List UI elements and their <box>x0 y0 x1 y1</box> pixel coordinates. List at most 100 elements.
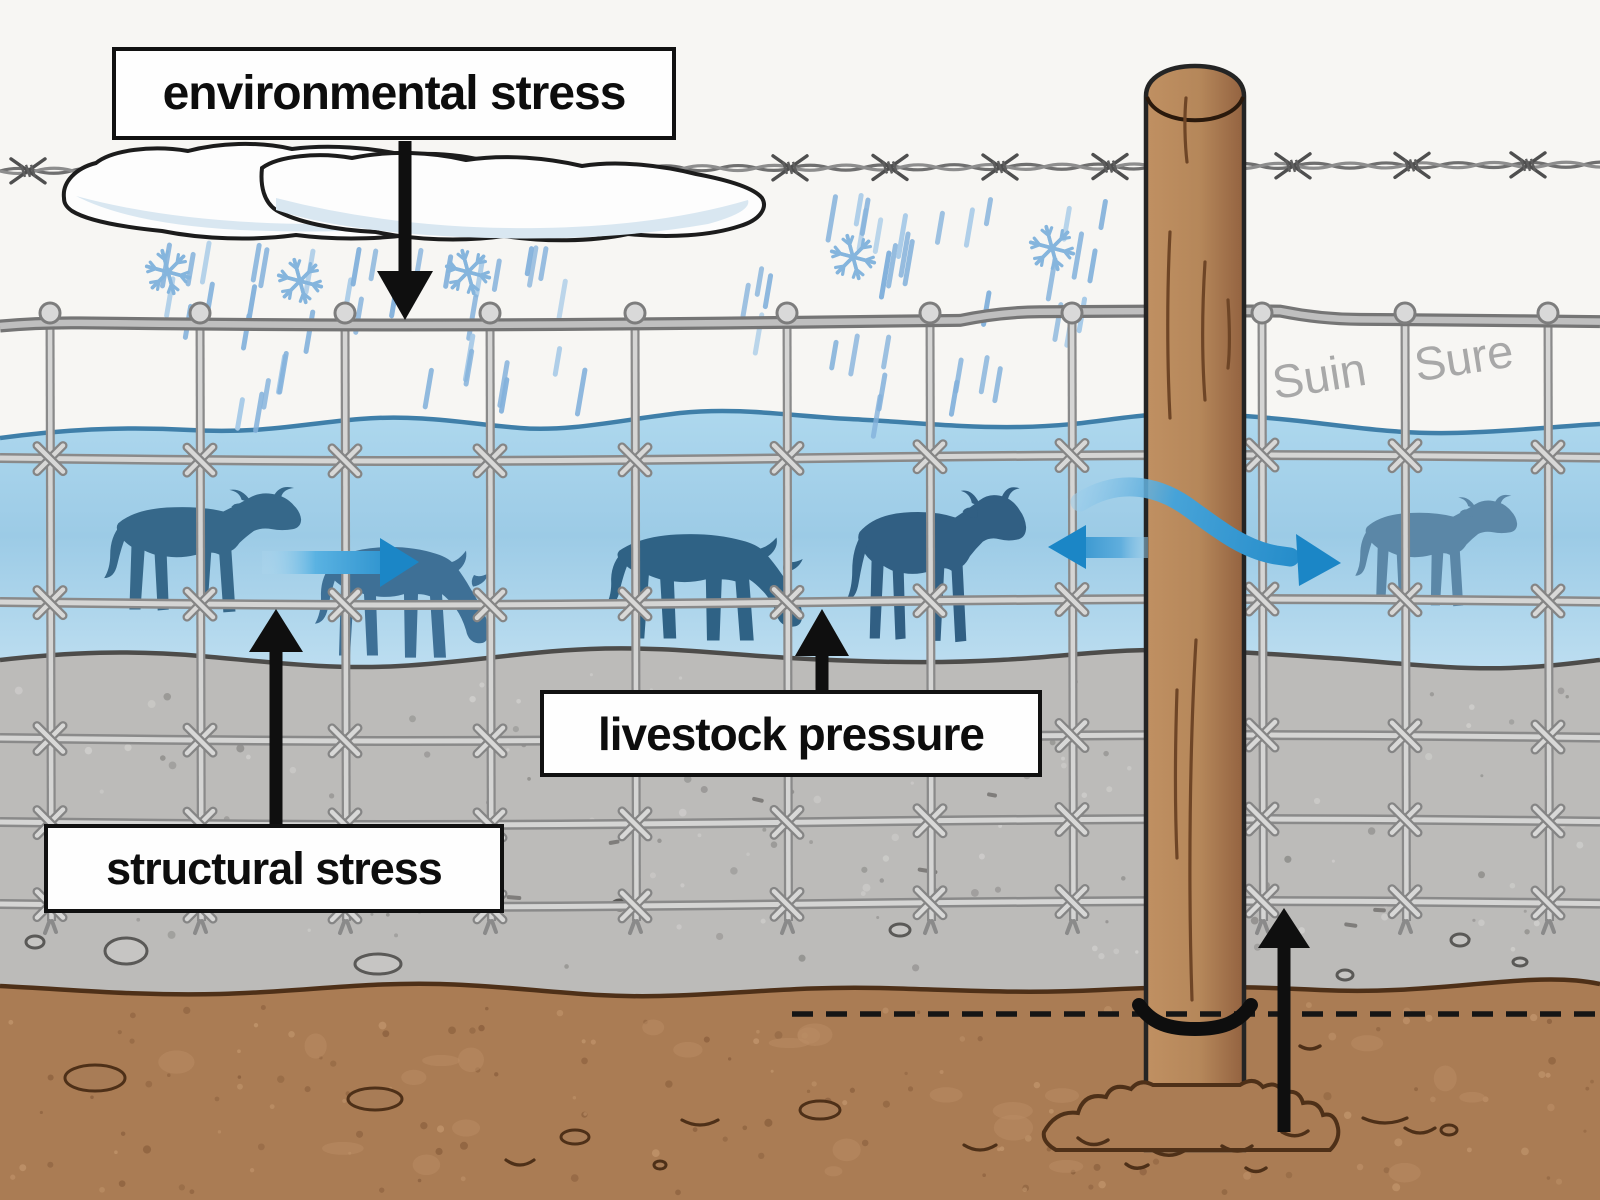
soil-pebble <box>1439 1123 1459 1137</box>
soil-speck <box>1394 1138 1403 1147</box>
soil-speck <box>478 1024 485 1032</box>
wire-knot <box>1530 719 1566 755</box>
soil-speck <box>1466 1147 1472 1153</box>
wire-knot <box>769 584 805 620</box>
wire-top-knob <box>478 301 502 325</box>
soil-speck <box>257 1143 265 1151</box>
soil-speck <box>129 1012 136 1019</box>
knot-wrap-core <box>34 587 66 618</box>
soil-speck <box>485 1006 489 1011</box>
stone-pebble <box>1449 932 1471 948</box>
structural-stress-arrow <box>249 609 303 824</box>
wire-top-knob <box>188 301 212 325</box>
rain-streak <box>872 217 884 254</box>
soil-speck <box>1221 1189 1228 1195</box>
wire-end-fork <box>483 919 498 935</box>
soil-mottle <box>832 1138 861 1162</box>
water-surface-line <box>0 408 1600 441</box>
wire-top-knob <box>1250 301 1274 325</box>
stone-speck <box>697 833 702 838</box>
mound-fill <box>1041 1079 1341 1152</box>
knot-wrap-core <box>1532 805 1564 837</box>
wire-knot <box>32 585 68 621</box>
soil-speck <box>1343 1111 1352 1119</box>
snowflake-branch <box>831 252 843 259</box>
barb-icon <box>771 154 809 182</box>
soil-speck <box>237 1049 241 1054</box>
barb-coil <box>1284 159 1292 173</box>
stone-speck <box>409 715 416 723</box>
wire-knot <box>617 586 653 622</box>
stone-speck <box>1523 909 1527 913</box>
rain-streak <box>853 192 864 227</box>
environmental-stress-label: environmental stress <box>112 47 676 140</box>
stone-dash-mark <box>987 792 997 798</box>
soil-speck <box>118 1180 126 1187</box>
soil-speck <box>217 1130 222 1134</box>
rain-streak <box>886 243 898 289</box>
snowflake-branch <box>1059 228 1064 241</box>
soil-mottle <box>1044 1088 1080 1103</box>
wire-end-fork <box>628 919 643 935</box>
barb-coil <box>791 161 799 175</box>
stone-pebble <box>353 952 403 976</box>
soil-speck <box>1521 1147 1529 1156</box>
soil-speck <box>39 1110 43 1115</box>
soil-speck <box>129 1038 135 1044</box>
soil-speck <box>916 1010 921 1015</box>
soil-speck <box>692 1127 698 1132</box>
soil-speck <box>436 1125 445 1133</box>
wire-knot <box>472 723 508 759</box>
soil-mottle <box>673 1041 703 1058</box>
snowflake-icon <box>144 248 192 296</box>
stone-speck <box>1331 859 1335 863</box>
stone-speck <box>762 827 767 832</box>
soil-speck <box>214 1096 220 1102</box>
barb-coil <box>29 164 37 178</box>
rain-streak <box>859 197 871 236</box>
soil-speck <box>378 1021 387 1030</box>
soil-speck <box>1048 1108 1054 1114</box>
soil-speck <box>379 1187 385 1193</box>
fence-horizontal-wire <box>0 450 1600 466</box>
soil-speck <box>1098 1180 1106 1189</box>
barb-coil <box>991 160 999 174</box>
wire-knot <box>912 803 948 839</box>
soil-speck <box>982 1173 986 1178</box>
snowflake-branch <box>1040 228 1051 238</box>
soil-texture <box>8 1002 1594 1196</box>
snowflake-icon <box>829 233 877 281</box>
stone-speck <box>1313 797 1321 805</box>
snowflake-icon <box>276 257 324 305</box>
soil-speck <box>1548 1057 1556 1065</box>
soil-arc-mark <box>962 1143 998 1152</box>
stone-speck <box>1508 719 1515 725</box>
wire-core <box>0 452 1600 464</box>
barb-coil <box>996 160 1004 174</box>
stone-speck <box>910 781 914 785</box>
soil-speck <box>756 1029 760 1034</box>
knot-wrap-core <box>1056 584 1088 615</box>
knot-wrap-core <box>1389 720 1421 751</box>
stone-speck <box>1576 841 1584 849</box>
annotation-arrows <box>249 141 1310 1132</box>
wire-end-fork <box>1398 919 1413 935</box>
soil-speck <box>1585 1086 1590 1091</box>
post-body <box>1143 63 1247 1153</box>
stone-speck <box>798 954 806 962</box>
stone-speck <box>876 916 880 920</box>
soil-speck <box>1530 1013 1538 1022</box>
soil-speck <box>959 1036 966 1042</box>
snowflake-icon <box>1028 224 1076 272</box>
soil-speck <box>19 1164 27 1172</box>
rain-streak <box>934 210 945 245</box>
soil-mottle <box>992 1101 1033 1120</box>
knot-wrap-core <box>1246 439 1278 471</box>
soil-speck <box>665 1080 673 1088</box>
wire-core <box>0 596 1600 608</box>
rain-streaks <box>160 192 1108 439</box>
stone-speck <box>971 889 979 897</box>
barb-coil <box>1101 160 1109 173</box>
wire-end-fork <box>338 919 353 935</box>
soil-speck <box>1152 1158 1160 1165</box>
